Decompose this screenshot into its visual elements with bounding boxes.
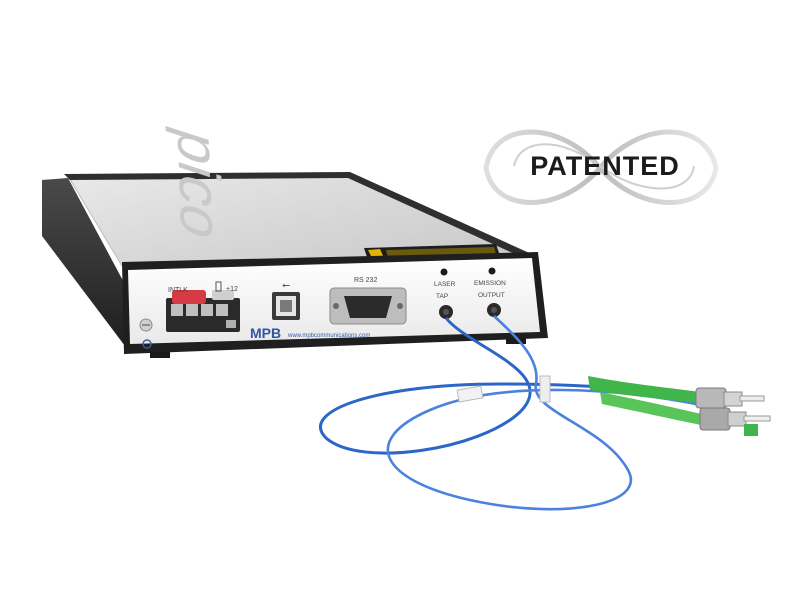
tap-label: TAP: [436, 293, 448, 300]
output-fiber-port[interactable]: [487, 303, 501, 317]
device-side-left: [42, 178, 128, 350]
green-boot-lower: [600, 392, 706, 426]
tap-fiber-port[interactable]: [439, 305, 453, 319]
fiber-output-cable: [386, 315, 707, 511]
website-label: www.mpbcommunications.com: [287, 333, 370, 339]
device-top-rim: [64, 172, 536, 260]
red-interlock-plug[interactable]: [172, 290, 206, 304]
brand-logo: MPB: [250, 325, 281, 341]
fiber-cables: [319, 315, 707, 511]
fc-connector-2[interactable]: [699, 407, 771, 436]
rs232-label: RS 232: [354, 277, 377, 284]
battery-icon: [215, 281, 222, 292]
device-foot-left: [150, 352, 170, 358]
usb-icon: ⭠: [282, 280, 290, 291]
device-top-marking: pico: [165, 122, 234, 250]
usb-port[interactable]: [272, 292, 300, 320]
fc-connector-1[interactable]: [695, 387, 765, 409]
fiber-tag: [456, 385, 484, 403]
interlock-label: INTLK: [168, 287, 188, 294]
laser-label: LASER: [434, 281, 456, 288]
green-boot-upper: [588, 376, 706, 404]
output-label: OUTPUT: [478, 292, 505, 299]
rs232-port[interactable]: [329, 287, 407, 325]
patented-badge: [483, 129, 719, 205]
fiber-tag-2: [539, 375, 551, 403]
emission-led: [488, 267, 496, 275]
device: pico INTLK +12 ⭠: [42, 122, 548, 358]
device-foot-right: [506, 338, 526, 344]
badge-inner-ring: [513, 143, 695, 190]
laser-led: [440, 268, 448, 276]
interlock-connector[interactable]: [166, 290, 240, 332]
fiber-connectors: [588, 376, 771, 436]
fiber-tap-cable: [319, 317, 706, 455]
ground-icon: [142, 339, 152, 349]
emission-label: EMISSION: [474, 280, 506, 287]
power-label: +12: [226, 286, 238, 293]
patented-badge-text: PATENTED: [530, 151, 680, 181]
badge-infinity-loop: [483, 129, 719, 205]
